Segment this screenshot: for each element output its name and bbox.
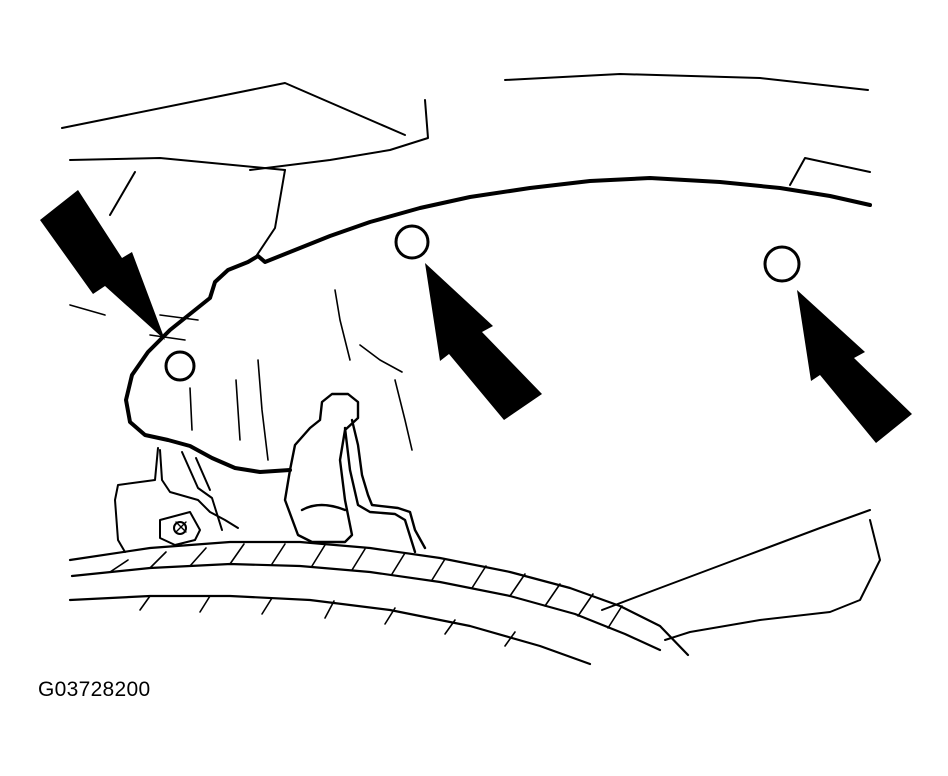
tire — [68, 540, 690, 666]
arrow-middle — [425, 263, 542, 420]
background-body-lines — [61, 73, 871, 259]
fastener-hole-3 — [164, 350, 196, 382]
lower-panel — [601, 509, 881, 641]
figure-code: G03728200 — [38, 678, 151, 701]
mount-clip — [114, 447, 239, 553]
hose-bracket — [283, 392, 427, 554]
shield-folds — [69, 289, 413, 461]
arrow-right — [797, 290, 912, 443]
arrow-left — [40, 190, 165, 340]
fastener-holes — [164, 224, 801, 382]
fastener-hole-2 — [763, 245, 801, 283]
tire-tread — [109, 543, 623, 647]
splash-shield-outline — [124, 176, 872, 474]
fastener-hole-1 — [394, 224, 430, 260]
